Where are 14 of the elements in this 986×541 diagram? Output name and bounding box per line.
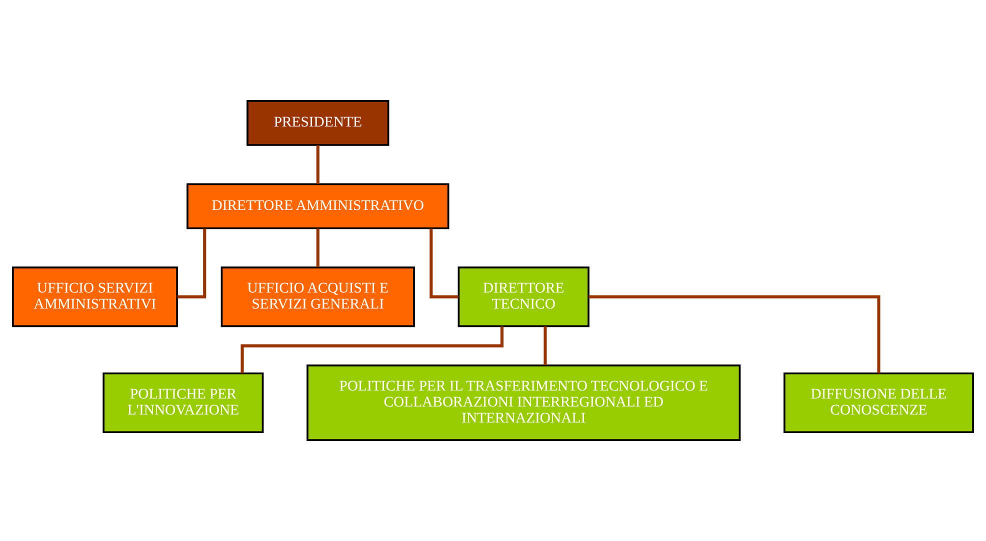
connector — [178, 228, 206, 298]
node-box: DIRETTORE TECNICO — [458, 266, 590, 328]
connector — [544, 326, 547, 366]
connector — [316, 145, 320, 184]
connector — [430, 228, 458, 298]
node-box: DIRETTORE AMMINISTRATIVO — [186, 183, 450, 230]
node-box: POLITICHE PER IL TRASFERIMENTO TECNOLOGICO E COLLABORAZIONI INTERREGIONALI ED INTERNAZIONALI — [306, 364, 741, 442]
node-box: PRESIDENTE — [246, 100, 390, 146]
node-box: POLITICHE PER L'INNOVAZIONE — [102, 372, 264, 434]
node-box: UFFICIO SERVIZI AMMINISTRATIVI — [12, 266, 178, 328]
node-box: UFFICIO ACQUISTI E SERVIZI GENERALI — [220, 266, 415, 328]
node-box: DIFFUSIONE DELLE CONOSCENZE — [784, 372, 974, 434]
connector — [588, 295, 880, 374]
connector — [316, 228, 320, 268]
